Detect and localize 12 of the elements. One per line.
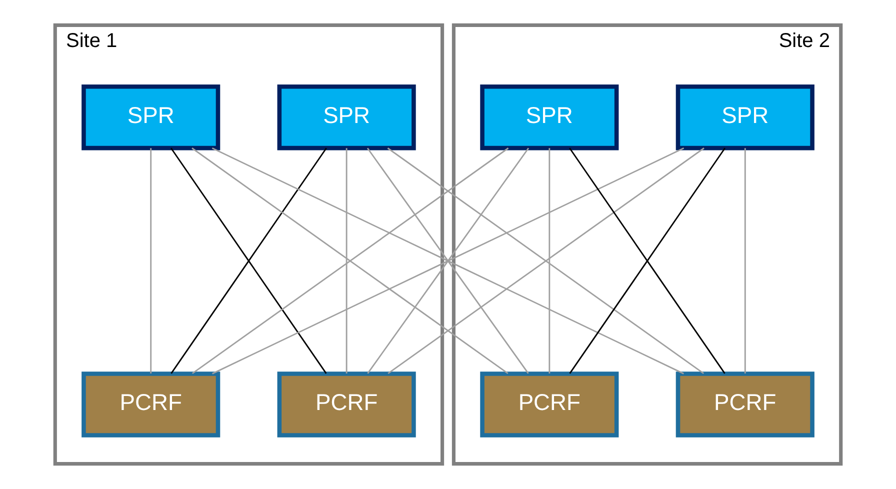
connector (150, 148, 152, 374)
connector (744, 148, 746, 374)
node-box: PCRF (277, 372, 416, 438)
node-box: SPR (277, 84, 416, 150)
node-box: SPR (676, 84, 814, 150)
node-box: SPR (480, 84, 619, 150)
connector (548, 148, 550, 374)
node-box: PCRF (480, 372, 619, 438)
node-box: PCRF (82, 372, 220, 438)
connector (346, 148, 348, 374)
node-box: SPR (82, 84, 220, 150)
node-box: PCRF (676, 372, 814, 438)
